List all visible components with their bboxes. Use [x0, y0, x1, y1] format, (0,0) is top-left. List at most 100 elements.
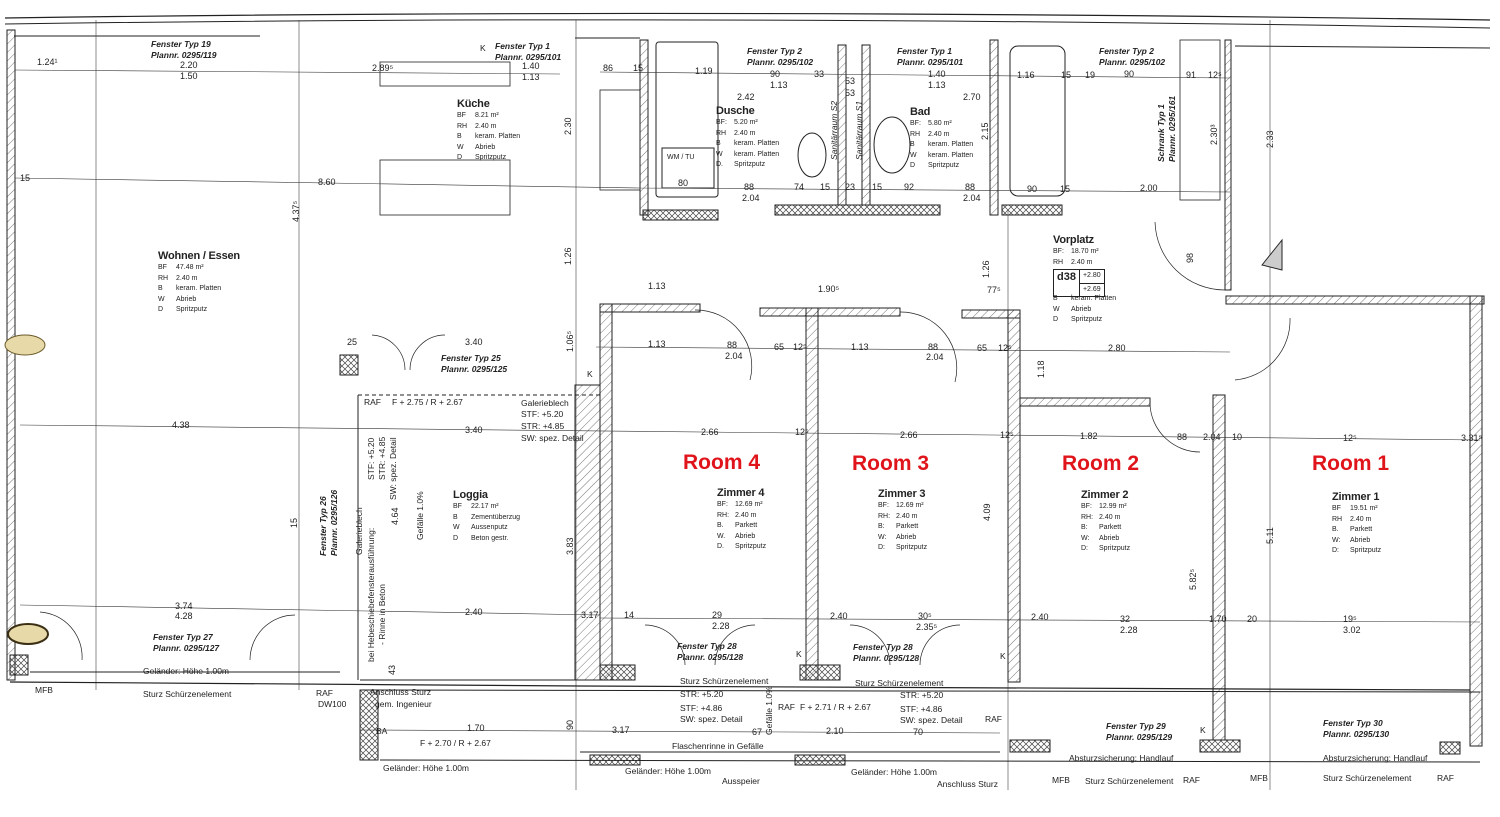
dimension-label: 3.40 [465, 337, 483, 347]
room-attribute: D.Spritzputz [717, 542, 766, 553]
attribute-key: D: [1081, 545, 1088, 552]
note-loggia-level: F + 2.75 / R + 2.67 [392, 397, 463, 407]
dimension-label: 1.06⁵ [565, 330, 575, 352]
dimension-label: 98 [1185, 252, 1195, 263]
attribute-key: BF: [717, 501, 728, 508]
window-type: Fenster Typ 28 [677, 641, 737, 651]
attribute-key: B [1053, 295, 1058, 302]
dimension-label: 91 [1186, 70, 1197, 80]
dimension-label: 1.16 [1017, 70, 1035, 80]
dimension-label: 2.40 [1031, 612, 1049, 622]
attribute-value: Spritzputz [1350, 547, 1382, 554]
dimension-label: 1.13 [648, 281, 666, 291]
attribute-key: BF: [910, 120, 921, 127]
dimension-label: 2.28 [712, 621, 730, 631]
note-rinne: - Rinne in Beton [377, 584, 387, 645]
dimension-label: 2.33 [1265, 130, 1275, 148]
window-plan-number: Plannr. 0295/128 [677, 652, 744, 662]
attribute-value: Spritzputz [928, 162, 960, 169]
dimension-label: 2.15 [980, 122, 990, 140]
note-sw: SW: spez. Detail [521, 433, 584, 443]
dimension-label: 4.37⁵ [291, 200, 301, 222]
attribute-key: RH [1053, 258, 1064, 266]
attribute-value: 47.48 m² [176, 264, 204, 271]
attribute-value: keram. Platten [475, 133, 521, 140]
note-k: K [480, 43, 486, 53]
dimension-label: 12⁵ [1208, 70, 1222, 80]
window-type: Fenster Typ 28 [853, 642, 913, 652]
note-gelaender: Geländer: Höhe 1.00m [143, 666, 229, 676]
dimension-label: 12⁵ [1343, 433, 1357, 443]
note-sturz: Sturz Schürzenelement [1085, 776, 1174, 786]
note-balcony-level: F + 2.71 / R + 2.67 [800, 702, 871, 712]
room-attribute: BF:5.20 m² [716, 118, 779, 129]
attribute-value: 2.40 m [928, 130, 950, 138]
attribute-value: 12.99 m² [1099, 503, 1127, 510]
dimension-label: 1.19 [695, 66, 713, 76]
attribute-value: Spritzputz [896, 544, 928, 551]
note-sanitaerraum-s1: Sanitärraum S1 [854, 100, 864, 160]
attribute-key: W [158, 295, 165, 303]
attribute-key: RH [1332, 515, 1343, 523]
window-type: Fenster Typ 29 [1106, 721, 1166, 731]
room-attribute: B:Parkett [1081, 523, 1130, 534]
attribute-value: 12.69 m² [735, 501, 763, 508]
dimension-label: 2.28 [1120, 625, 1138, 635]
dimension-label: 3.31⁵ [1461, 433, 1483, 443]
attribute-key: W: [1332, 536, 1341, 544]
dimension-label: 80 [678, 178, 689, 188]
attribute-key: B. [1332, 526, 1339, 533]
attribute-key: RH: [878, 512, 891, 520]
dimension-label: 8.60 [318, 177, 336, 187]
attribute-value: 2.40 m [176, 274, 198, 282]
dimension-label: 88 [744, 182, 755, 192]
window-plan-number: Plannr. 0295/102 [1099, 57, 1166, 67]
room-2-label: Room 2 [1062, 452, 1140, 475]
room-name: Zimmer 4 [717, 487, 765, 499]
attribute-key: W [716, 150, 723, 158]
dimension-label: 12⁵ [795, 427, 809, 437]
dimension-label: 74 [794, 182, 805, 192]
note-str: STR: +5.20 [680, 689, 724, 699]
room-attribute: B.Parkett [717, 521, 766, 532]
dimension-label: 70 [913, 727, 924, 737]
note-ba: BA [376, 726, 388, 736]
dimension-label: 2.20 [180, 60, 198, 70]
dimension-label: 1.40 [928, 69, 946, 79]
note-gefaelle: Gefälle 1.0% [764, 686, 774, 735]
dimension-label: 15 [20, 173, 31, 183]
dimension-label: 32 [1120, 614, 1131, 624]
room-attribute: D:Spritzputz [1081, 544, 1130, 555]
window-plan-number: Plannr. 0295/101 [897, 57, 964, 67]
attribute-value: 5.80 m² [928, 120, 952, 127]
dimension-label: 2.30³ [1209, 124, 1219, 145]
dimension-label: 2.80 [1108, 343, 1126, 353]
note-gelaender: Geländer: Höhe 1.00m [383, 763, 469, 773]
note-absturzsicherung: Absturzsicherung: Handlauf [1323, 753, 1428, 763]
dimension-label: 1.13 [648, 339, 666, 349]
room-name: Vorplatz [1053, 234, 1094, 246]
dimension-label: 2.66 [701, 427, 719, 437]
attribute-key: RH: [717, 511, 730, 519]
window-plan-number: Plannr. 0295/128 [853, 653, 920, 663]
attribute-key: B [716, 140, 721, 147]
attribute-value: keram. Platten [928, 151, 974, 159]
dimension-label: 10 [1232, 432, 1243, 442]
dimension-label: 65 [977, 343, 988, 353]
note-sw-vertical: SW: spez. Detail [388, 437, 398, 500]
dimension-label: 2.04 [1203, 432, 1221, 442]
dimension-label: 88 [727, 340, 738, 350]
dimension-label: 2.40 [830, 611, 848, 621]
